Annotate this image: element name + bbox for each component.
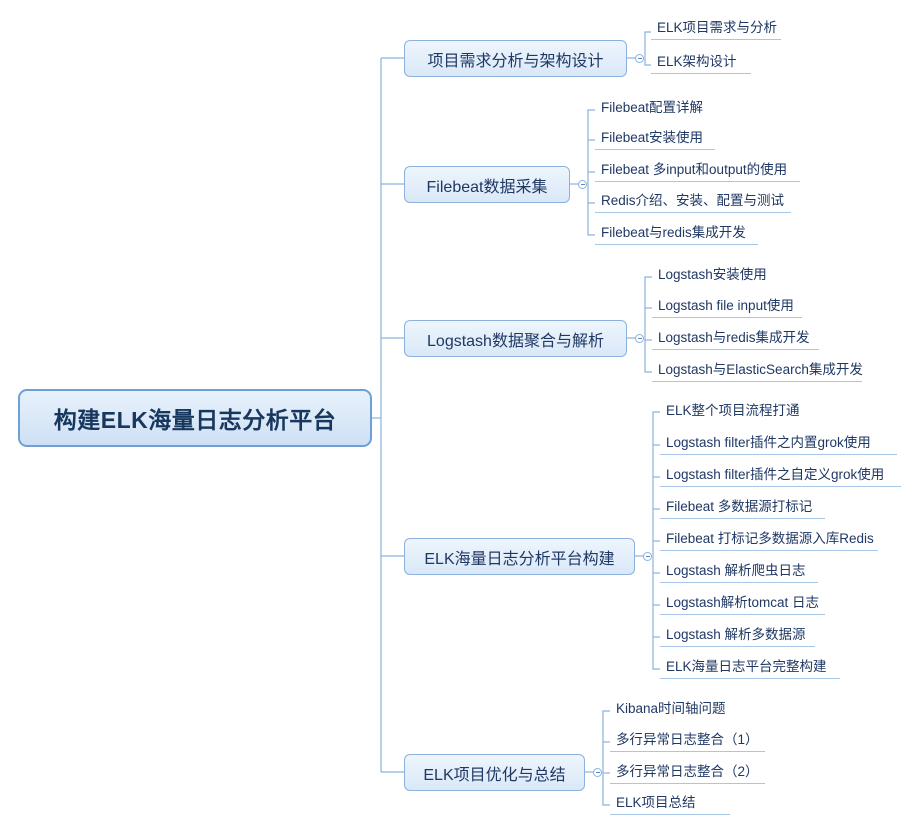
leaf-node-4-4[interactable]: Filebeat 多数据源打标记	[660, 497, 825, 519]
leaf-node-5-1-label: Kibana时间轴问题	[616, 701, 726, 716]
leaf-node-4-2-label: Logstash filter插件之内置grok使用	[666, 435, 871, 450]
leaf-node-4-1[interactable]: ELK整个项目流程打通	[660, 400, 805, 422]
leaf-node-4-4-label: Filebeat 多数据源打标记	[666, 499, 813, 514]
root-node[interactable]: 构建ELK海量日志分析平台	[18, 389, 372, 447]
branch-node-1[interactable]: 项目需求分析与架构设计	[404, 40, 627, 77]
branch-node-4[interactable]: ELK海量日志分析平台构建	[404, 538, 635, 575]
leaf-node-4-3[interactable]: Logstash filter插件之自定义grok使用	[660, 465, 901, 487]
leaf-node-5-1[interactable]: Kibana时间轴问题	[610, 698, 740, 720]
leaf-node-4-8[interactable]: Logstash 解析多数据源	[660, 625, 815, 647]
leaf-node-5-4[interactable]: ELK项目总结	[610, 793, 730, 815]
branch-node-3[interactable]: Logstash数据聚合与解析	[404, 320, 627, 357]
leaf-node-1-1[interactable]: ELK项目需求与分析	[651, 18, 781, 40]
leaf-node-4-9[interactable]: ELK海量日志平台完整构建	[660, 657, 840, 679]
leaf-node-2-3[interactable]: Filebeat 多input和output的使用	[595, 160, 800, 182]
leaf-node-4-7[interactable]: Logstash解析tomcat 日志	[660, 593, 825, 615]
leaf-node-3-2[interactable]: Logstash file input使用	[652, 296, 802, 318]
leaf-node-4-8-label: Logstash 解析多数据源	[666, 627, 806, 642]
leaf-node-2-2-label: Filebeat安装使用	[601, 130, 704, 145]
leaf-node-5-2[interactable]: 多行异常日志整合（1）	[610, 730, 765, 752]
leaf-node-2-1[interactable]: Filebeat配置详解	[595, 97, 715, 119]
branch-node-3-label: Logstash数据聚合与解析	[427, 332, 604, 350]
leaf-node-4-6-label: Logstash 解析爬虫日志	[666, 563, 806, 578]
leaf-node-3-1-label: Logstash安装使用	[658, 267, 767, 282]
leaf-node-2-1-label: Filebeat配置详解	[601, 100, 704, 115]
leaf-node-4-5-label: Filebeat 打标记多数据源入库Redis	[666, 531, 874, 546]
branch-node-4-label: ELK海量日志分析平台构建	[424, 550, 615, 568]
branch-node-2-label: Filebeat数据采集	[426, 178, 548, 196]
collapse-toggle-branch-2[interactable]	[578, 180, 587, 189]
leaf-node-4-9-label: ELK海量日志平台完整构建	[666, 659, 827, 674]
branch-node-5-label: ELK项目优化与总结	[423, 766, 566, 784]
leaf-node-4-5[interactable]: Filebeat 打标记多数据源入库Redis	[660, 529, 878, 551]
leaf-node-2-5[interactable]: Filebeat与redis集成开发	[595, 223, 758, 245]
leaf-node-1-2-label: ELK架构设计	[657, 54, 737, 69]
leaf-node-4-3-label: Logstash filter插件之自定义grok使用	[666, 467, 885, 482]
collapse-toggle-branch-1[interactable]	[635, 54, 644, 63]
leaf-node-2-4[interactable]: Redis介绍、安装、配置与测试	[595, 191, 791, 213]
leaf-node-1-2[interactable]: ELK架构设计	[651, 52, 751, 74]
root-node-label: 构建ELK海量日志分析平台	[53, 407, 337, 433]
leaf-node-2-2[interactable]: Filebeat安装使用	[595, 128, 715, 150]
leaf-node-4-7-label: Logstash解析tomcat 日志	[666, 595, 820, 610]
branch-node-2[interactable]: Filebeat数据采集	[404, 166, 570, 203]
leaf-node-5-3-label: 多行异常日志整合（2）	[616, 764, 759, 779]
leaf-node-2-4-label: Redis介绍、安装、配置与测试	[601, 193, 785, 208]
leaf-node-3-2-label: Logstash file input使用	[658, 298, 794, 313]
leaf-node-3-3[interactable]: Logstash与redis集成开发	[652, 328, 819, 350]
leaf-node-4-1-label: ELK整个项目流程打通	[666, 403, 800, 418]
leaf-node-1-1-label: ELK项目需求与分析	[657, 20, 778, 35]
leaf-node-5-3[interactable]: 多行异常日志整合（2）	[610, 762, 765, 784]
leaf-node-2-5-label: Filebeat与redis集成开发	[601, 225, 746, 240]
collapse-toggle-branch-3[interactable]	[635, 334, 644, 343]
branch-node-5[interactable]: ELK项目优化与总结	[404, 754, 585, 791]
leaf-node-3-1[interactable]: Logstash安装使用	[652, 264, 777, 286]
leaf-node-3-4[interactable]: Logstash与ElasticSearch集成开发	[652, 360, 863, 382]
leaf-node-3-4-label: Logstash与ElasticSearch集成开发	[658, 362, 863, 377]
leaf-node-5-2-label: 多行异常日志整合（1）	[616, 732, 759, 747]
leaf-node-3-3-label: Logstash与redis集成开发	[658, 330, 810, 345]
collapse-toggle-branch-4[interactable]	[643, 552, 652, 561]
branch-node-1-label: 项目需求分析与架构设计	[427, 52, 604, 70]
leaf-node-2-3-label: Filebeat 多input和output的使用	[601, 162, 788, 177]
leaf-node-4-6[interactable]: Logstash 解析爬虫日志	[660, 561, 818, 583]
collapse-toggle-branch-5[interactable]	[593, 768, 602, 777]
leaf-node-4-2[interactable]: Logstash filter插件之内置grok使用	[660, 433, 897, 455]
leaf-node-5-4-label: ELK项目总结	[616, 795, 696, 810]
